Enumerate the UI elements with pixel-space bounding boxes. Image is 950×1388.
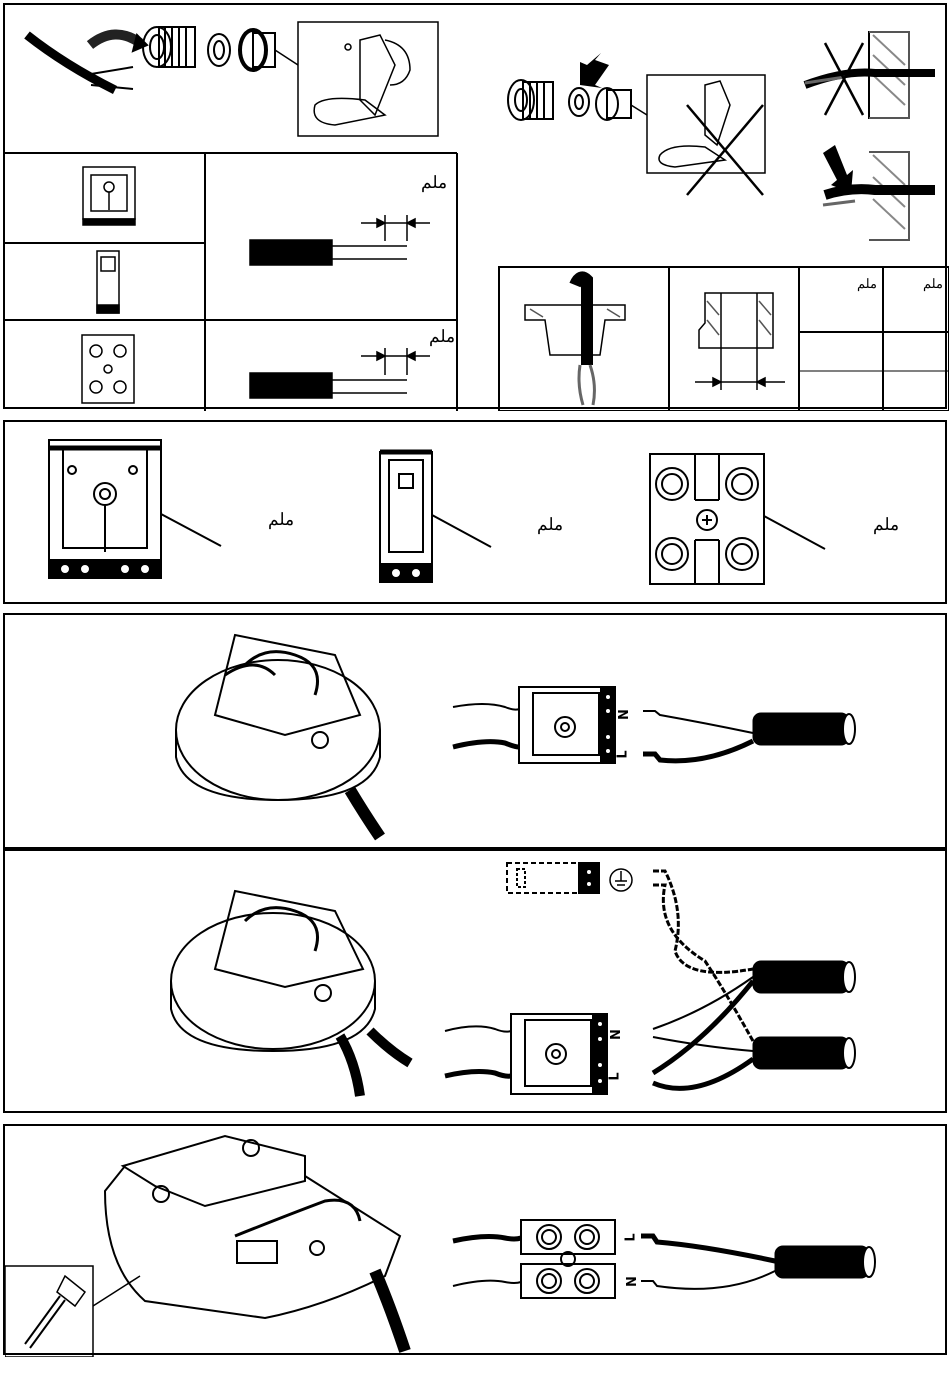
- neutral-label: N: [625, 1276, 640, 1287]
- gland-dimension-table: [499, 267, 949, 411]
- wire-cutter-icon: [275, 22, 438, 136]
- live-label: L: [616, 750, 631, 758]
- terminal-types-drawing: [5, 422, 949, 606]
- junction-box-icon: [105, 1136, 405, 1351]
- unit-label-terminal-3: ملم: [873, 515, 899, 535]
- junction-box-icon: [171, 891, 410, 1096]
- unit-label-column-2: ملم: [923, 277, 943, 292]
- neutral-label: N: [609, 1029, 624, 1040]
- terminal-block-icon: [380, 452, 491, 582]
- dual-cable-wiring-drawing: [5, 851, 949, 1115]
- screwdriver-icon: [5, 1266, 140, 1357]
- live-label: L: [624, 1233, 639, 1241]
- wire-cutter-icon: [631, 75, 765, 173]
- terminal-block-icon: [650, 454, 825, 584]
- junction-box-wiring-drawing: [5, 1126, 949, 1357]
- cable-preparation-drawing: [5, 5, 949, 411]
- terminal-block-icon: [82, 335, 134, 403]
- terminal-block-icon: [521, 1220, 615, 1298]
- arrow-icon: [580, 53, 609, 88]
- terminal-block-icon: [83, 167, 135, 225]
- cable-gland-icon: [27, 27, 275, 90]
- unit-label-strip-1: ملم: [421, 173, 447, 193]
- cable-gland-icon: [508, 80, 631, 120]
- unit-label-strip-2: ملم: [429, 327, 455, 347]
- terminal-block-icon: [49, 440, 221, 578]
- unit-label-terminal-2: ملم: [537, 515, 563, 535]
- wiring: [445, 871, 855, 1088]
- earth-terminal: [507, 863, 599, 893]
- panel-cable-preparation: ملم ملم ملم ملم: [3, 3, 947, 409]
- single-cable-wiring-drawing: [5, 615, 949, 851]
- terminal-block-icon: [519, 687, 615, 763]
- unit-label-terminal-1: ملم: [268, 510, 294, 530]
- arrow-icon: [823, 145, 853, 193]
- terminal-table: [5, 153, 457, 411]
- junction-box-icon: [176, 635, 380, 837]
- panel-junction-box-wiring: L N: [3, 1124, 947, 1355]
- wiring: [453, 1236, 875, 1289]
- panel-dual-cable-wiring: N L: [3, 849, 947, 1113]
- live-label: L: [608, 1072, 623, 1080]
- earth-symbol-icon: [610, 869, 632, 891]
- terminal-block-icon: [511, 1014, 607, 1094]
- panel-terminal-types: ملم ملم ملم: [3, 420, 947, 604]
- neutral-label: N: [617, 709, 632, 720]
- strip-length-diagram: [250, 215, 430, 398]
- cable-gland-icon: [525, 277, 625, 405]
- panel-single-cable-wiring: N L: [3, 613, 947, 849]
- gland-section-icon: [695, 293, 785, 390]
- wiring: [453, 704, 855, 761]
- cable-gland-icon: [805, 32, 935, 118]
- terminal-block-icon: [97, 251, 119, 313]
- unit-label-column-1: ملم: [857, 277, 877, 292]
